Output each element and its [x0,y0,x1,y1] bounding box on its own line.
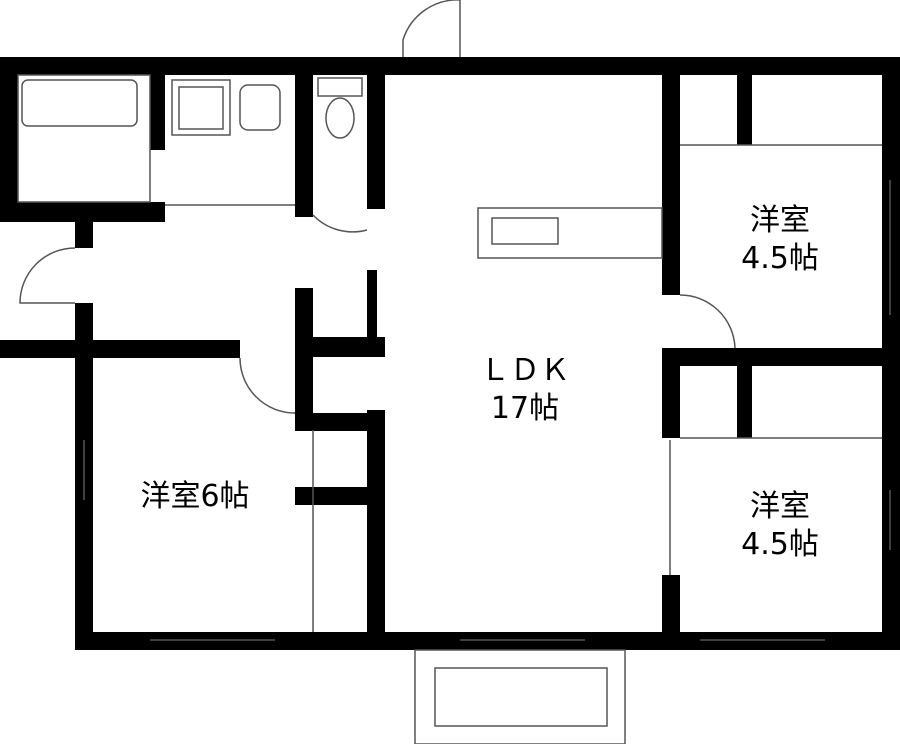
room-western-top-right: 洋室 4.5帖 [715,202,845,278]
room-name: 洋室 [750,203,810,238]
room-ldk-name: ＬＤＫ [480,353,570,388]
walls [0,57,900,650]
room-size: 4.5帖 [741,527,819,562]
room-western-left: 洋室6帖 [140,479,250,514]
room-name: 洋室 [750,489,810,524]
room-western-bottom-right: 洋室 4.5帖 [715,488,845,564]
fixtures [17,0,891,744]
room-ldk-size: 17帖 [490,391,560,426]
room-size: 4.5帖 [741,241,819,276]
room-ldk: ＬＤＫ 17帖 [440,352,610,428]
